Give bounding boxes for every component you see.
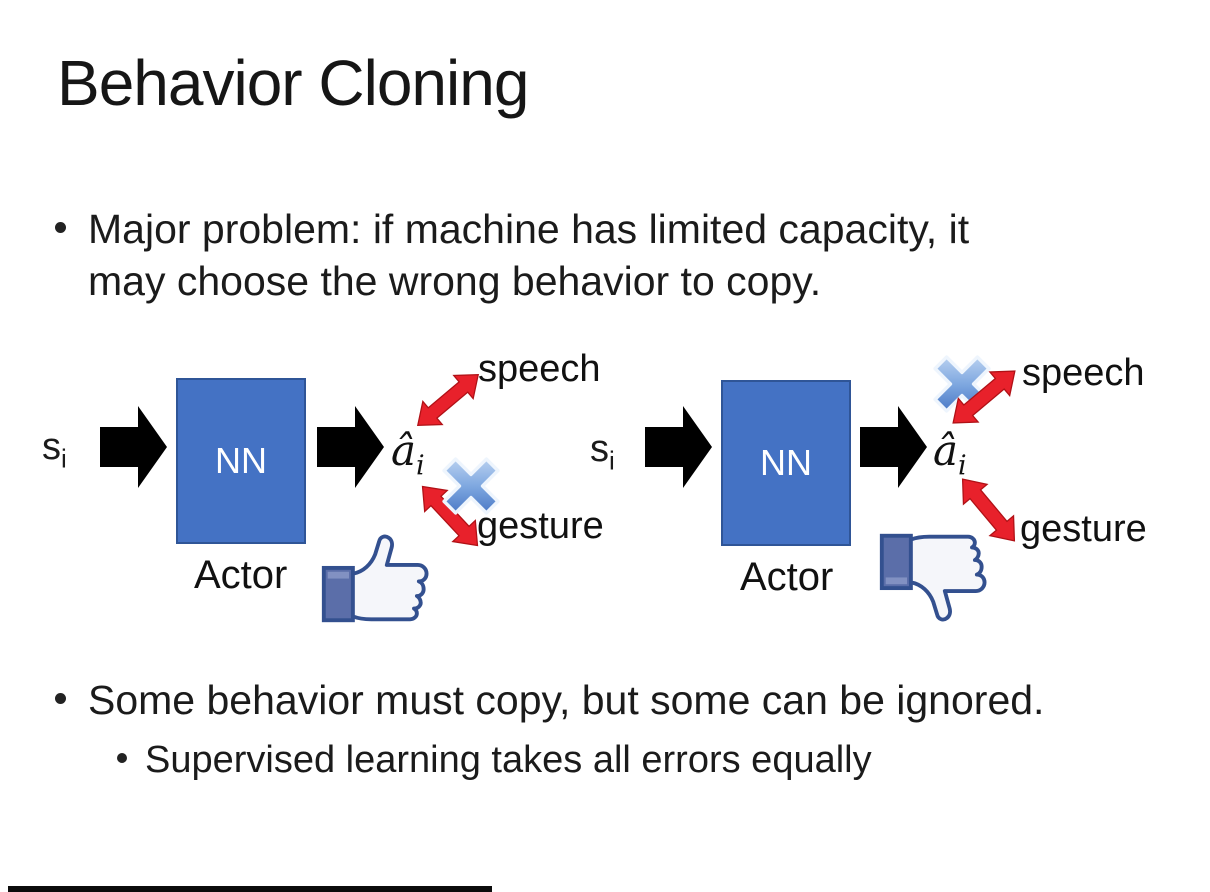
left-actor-label: Actor [194, 553, 288, 597]
bullet-line-1: Major problem: if machine has limited ca… [88, 206, 970, 252]
subbullet-supervised-learning: Supervised learning takes all errors equ… [117, 736, 1117, 784]
left-nn-label: NN [215, 440, 267, 481]
left-input-state-label: si [42, 426, 67, 474]
left-gesture-arrow-icon [421, 485, 479, 547]
right-speech-label: speech [1022, 352, 1145, 394]
right-gesture-label: gesture [1020, 508, 1147, 550]
bullet-text: Supervised learning takes all errors equ… [145, 739, 872, 781]
bottom-edge-bar [8, 886, 492, 892]
bullet-some-behavior: Some behavior must copy, but some can be… [55, 674, 1155, 726]
right-input-arrow-icon [645, 406, 712, 488]
bullet-text: Some behavior must copy, but some can be… [88, 677, 1045, 723]
left-speech-label: speech [478, 348, 601, 390]
bullet-line-2: may choose the wrong behavior to copy. [88, 258, 822, 304]
right-output-action-label: âi [933, 426, 967, 482]
left-gesture-label: gesture [477, 505, 604, 547]
thumbs-up-icon [321, 534, 429, 623]
right-nn-label: NN [760, 442, 812, 483]
right-speech-arrow-icon [952, 370, 1016, 424]
bullet-text: Major problem: if machine has limited ca… [88, 203, 969, 307]
bullet-dot [55, 693, 66, 704]
bullet-dot [55, 222, 66, 233]
left-cross-icon [442, 457, 500, 515]
right-output-arrow-icon [860, 406, 927, 488]
left-output-action-label: âi [391, 426, 425, 482]
thumbs-down-icon [879, 533, 987, 622]
right-nn-box: NN [721, 380, 851, 546]
right-input-state-label: si [590, 428, 615, 476]
bullet-major-problem: Major problem: if machine has limited ca… [55, 203, 1115, 307]
bullet-dot [117, 753, 127, 763]
left-input-arrow-icon [100, 406, 167, 488]
right-gesture-arrow-icon [961, 478, 1016, 542]
left-speech-arrow-icon [416, 373, 480, 427]
left-output-arrow-icon [317, 406, 384, 488]
slide-title: Behavior Cloning [57, 47, 529, 119]
left-nn-box: NN [176, 378, 306, 544]
right-actor-label: Actor [740, 555, 834, 599]
